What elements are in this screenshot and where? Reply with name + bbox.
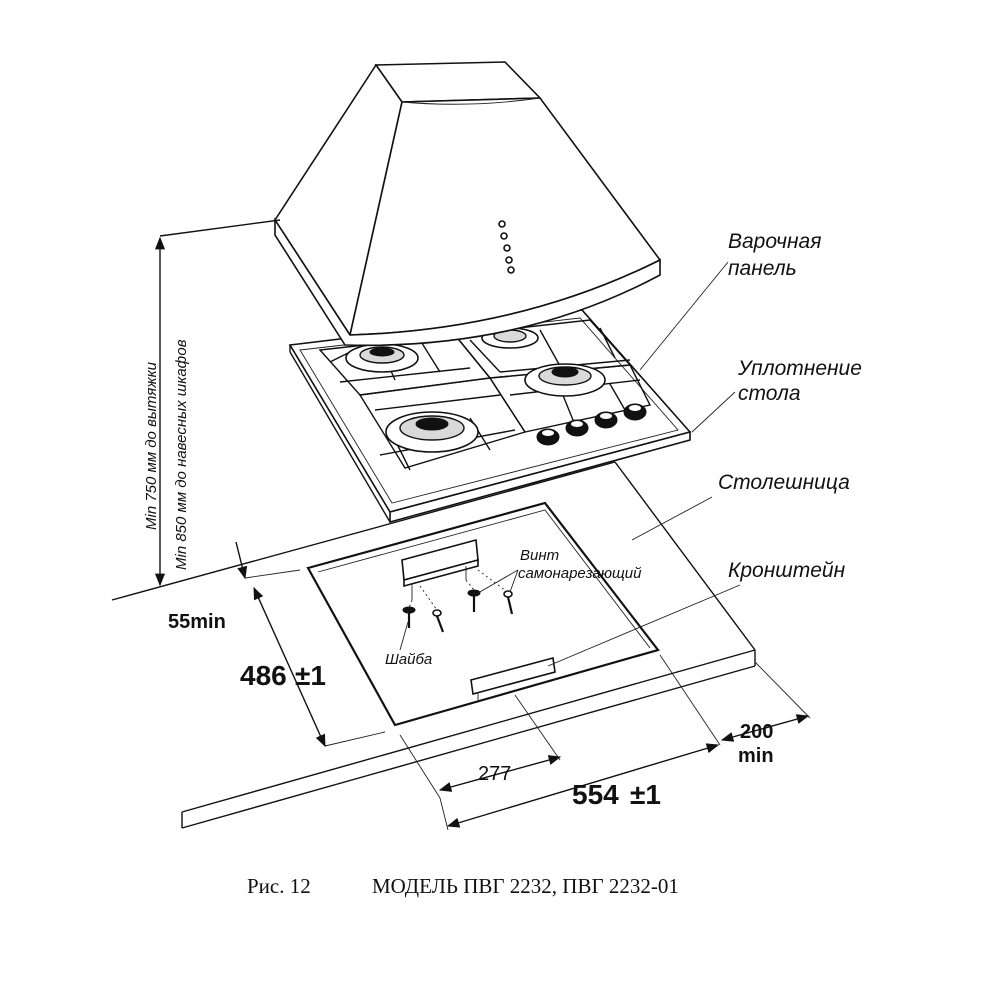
dim-hood-text: Min 750 мм до вытяжки	[143, 361, 160, 530]
bracket-top	[401, 538, 479, 600]
caption-model: МОДЕЛЬ ПВГ 2232, ПВГ 2232-01	[372, 874, 679, 898]
dim-554-text: 554	[572, 779, 619, 810]
figure-caption: Рис. 12 МОДЕЛЬ ПВГ 2232, ПВГ 2232-01	[247, 874, 679, 898]
range-hood	[274, 61, 662, 347]
dim-200-text: 200	[740, 721, 773, 743]
hood-rim	[274, 217, 661, 347]
fasteners	[402, 569, 514, 633]
hood-chimney-top	[374, 61, 542, 103]
countertop	[111, 461, 756, 829]
hob-thickness	[389, 430, 691, 524]
screw-right	[506, 596, 514, 615]
countertop-back-edge	[111, 461, 616, 601]
dim-wall-gap: 200 min	[720, 661, 811, 767]
control-knobs	[536, 403, 647, 446]
burner-back-left	[345, 343, 419, 373]
caption-figure: Рис. 12	[247, 874, 311, 898]
burner-front-left	[385, 411, 479, 453]
dim-486-tol: ±1	[295, 660, 326, 691]
label-countertop: Столешница	[718, 471, 850, 494]
cutout	[306, 501, 660, 727]
dim-edge-offset: 55min	[168, 541, 301, 633]
dim-depth: 486 ±1	[240, 586, 386, 748]
hood-buttons	[498, 220, 515, 274]
countertop-front-edge	[181, 649, 756, 813]
screw-left	[435, 615, 445, 633]
label-washer: Шайба	[385, 651, 432, 668]
label-seal-line1: Уплотнение	[737, 357, 862, 380]
dim-554-tol: ±1	[630, 779, 661, 810]
burner-right	[524, 363, 606, 397]
label-hob-line1: Варочная	[728, 230, 821, 253]
label-bracket: Кронштейн	[728, 559, 846, 582]
bracket-bottom	[470, 656, 556, 700]
callouts: Варочная панель Уплотнение стола Столешн…	[385, 230, 862, 668]
cutout-inner-edge	[317, 509, 651, 649]
label-screw-line2: самонарезающий	[518, 565, 642, 582]
vertical-dimension: Min 750 мм до вытяжки Min 850 мм до наве…	[143, 219, 281, 587]
label-screw-line1: Винт	[520, 547, 559, 564]
dim-width: 554 ±1	[439, 654, 721, 831]
dim-cabinets-text: Min 850 мм до навесных шкафов	[173, 339, 190, 570]
dim-55-text: 55min	[168, 611, 226, 633]
dim-half-width: 277	[399, 694, 562, 799]
label-hob-line2: панель	[728, 257, 797, 280]
label-seal-line2: стола	[738, 382, 801, 405]
countertop-right-edge	[614, 461, 756, 651]
hood-canopy-front	[348, 97, 662, 336]
dim-486-text: 486	[240, 660, 287, 691]
dim-277-text: 277	[478, 763, 511, 785]
cutout-outline	[306, 501, 660, 727]
dim-200-unit: min	[738, 745, 774, 767]
